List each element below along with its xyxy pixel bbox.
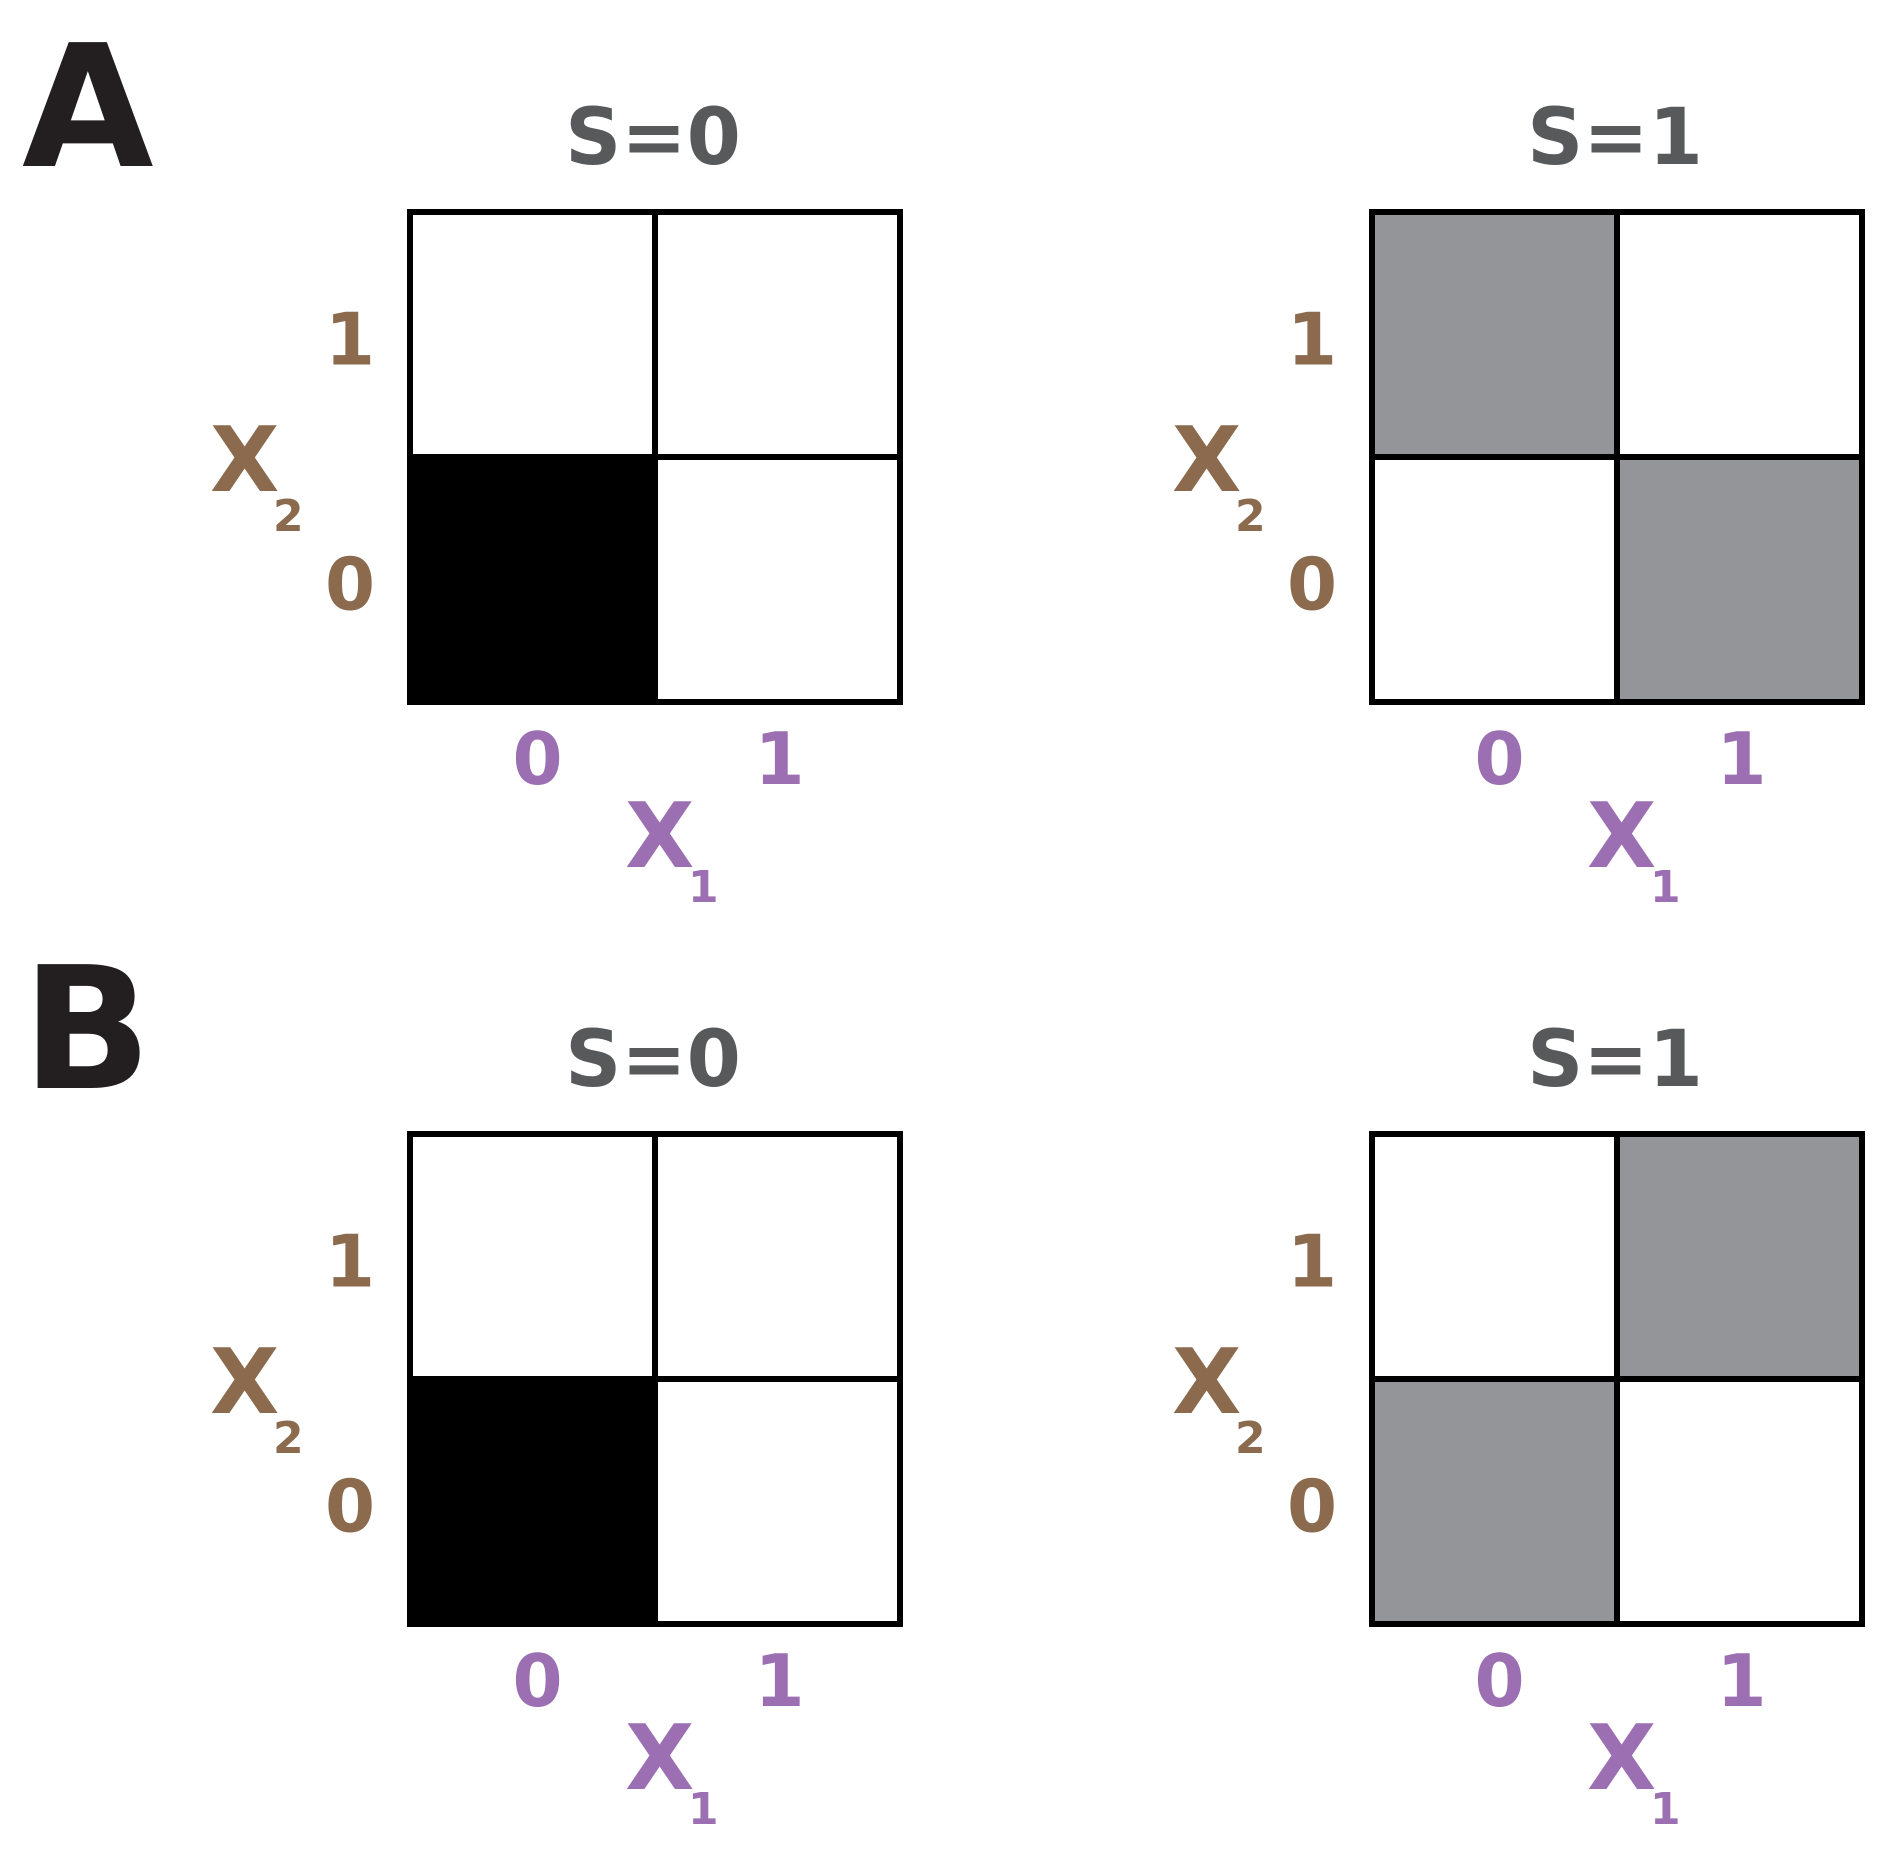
panel-letter: B: [22, 931, 152, 1129]
cell-x0y0: [410, 1379, 655, 1624]
cell-x1y0: [655, 457, 900, 702]
grid-title: S=0: [565, 93, 741, 183]
x-axis-label: X: [1587, 784, 1656, 889]
cell-x0y0: [1372, 457, 1617, 702]
x-axis-label: X: [1587, 1706, 1656, 1811]
cell-x0y1: [1372, 1134, 1617, 1379]
x-tick-1: 1: [754, 1639, 804, 1723]
y-axis-label: X: [210, 1330, 279, 1435]
y-tick-0: 0: [1287, 1465, 1337, 1549]
x-tick-1: 1: [754, 717, 804, 801]
x-axis-label: X: [625, 1706, 694, 1811]
y-tick-1: 1: [1287, 298, 1337, 382]
y-axis-subscript: 2: [273, 491, 304, 542]
y-axis-label: X: [1172, 1330, 1241, 1435]
x-axis-subscript: 1: [1650, 1784, 1681, 1835]
x-tick-1: 1: [1716, 717, 1766, 801]
y-tick-0: 0: [325, 1465, 375, 1549]
x-tick-0: 0: [1474, 1639, 1524, 1723]
panel-letter: A: [22, 9, 154, 207]
cell-x1y0: [1617, 1379, 1862, 1624]
cell-x0y1: [1372, 212, 1617, 457]
x-axis-subscript: 1: [1650, 862, 1681, 913]
y-axis-subscript: 2: [1235, 1413, 1266, 1464]
cell-x1y0: [655, 1379, 900, 1624]
cell-x1y0: [1617, 457, 1862, 702]
grid-title: S=1: [1527, 93, 1703, 183]
cell-x1y1: [1617, 212, 1862, 457]
y-axis-label: X: [1172, 408, 1241, 513]
cell-x1y1: [655, 1134, 900, 1379]
y-tick-0: 0: [325, 543, 375, 627]
y-tick-1: 1: [1287, 1220, 1337, 1304]
y-axis-subscript: 2: [273, 1413, 304, 1464]
y-tick-0: 0: [1287, 543, 1337, 627]
x-axis-label: X: [625, 784, 694, 889]
cell-x0y1: [410, 212, 655, 457]
x-tick-0: 0: [512, 1639, 562, 1723]
grid-title: S=0: [565, 1015, 741, 1105]
cell-x0y0: [410, 457, 655, 702]
x-tick-0: 0: [512, 717, 562, 801]
x-tick-0: 0: [1474, 717, 1524, 801]
cell-x1y1: [655, 212, 900, 457]
x-axis-subscript: 1: [688, 862, 719, 913]
cell-x0y0: [1372, 1379, 1617, 1624]
cell-x1y1: [1617, 1134, 1862, 1379]
y-axis-subscript: 2: [1235, 491, 1266, 542]
x-axis-subscript: 1: [688, 1784, 719, 1835]
y-tick-1: 1: [325, 1220, 375, 1304]
x-tick-1: 1: [1716, 1639, 1766, 1723]
y-tick-1: 1: [325, 298, 375, 382]
grid-title: S=1: [1527, 1015, 1703, 1105]
cell-x0y1: [410, 1134, 655, 1379]
y-axis-label: X: [210, 408, 279, 513]
